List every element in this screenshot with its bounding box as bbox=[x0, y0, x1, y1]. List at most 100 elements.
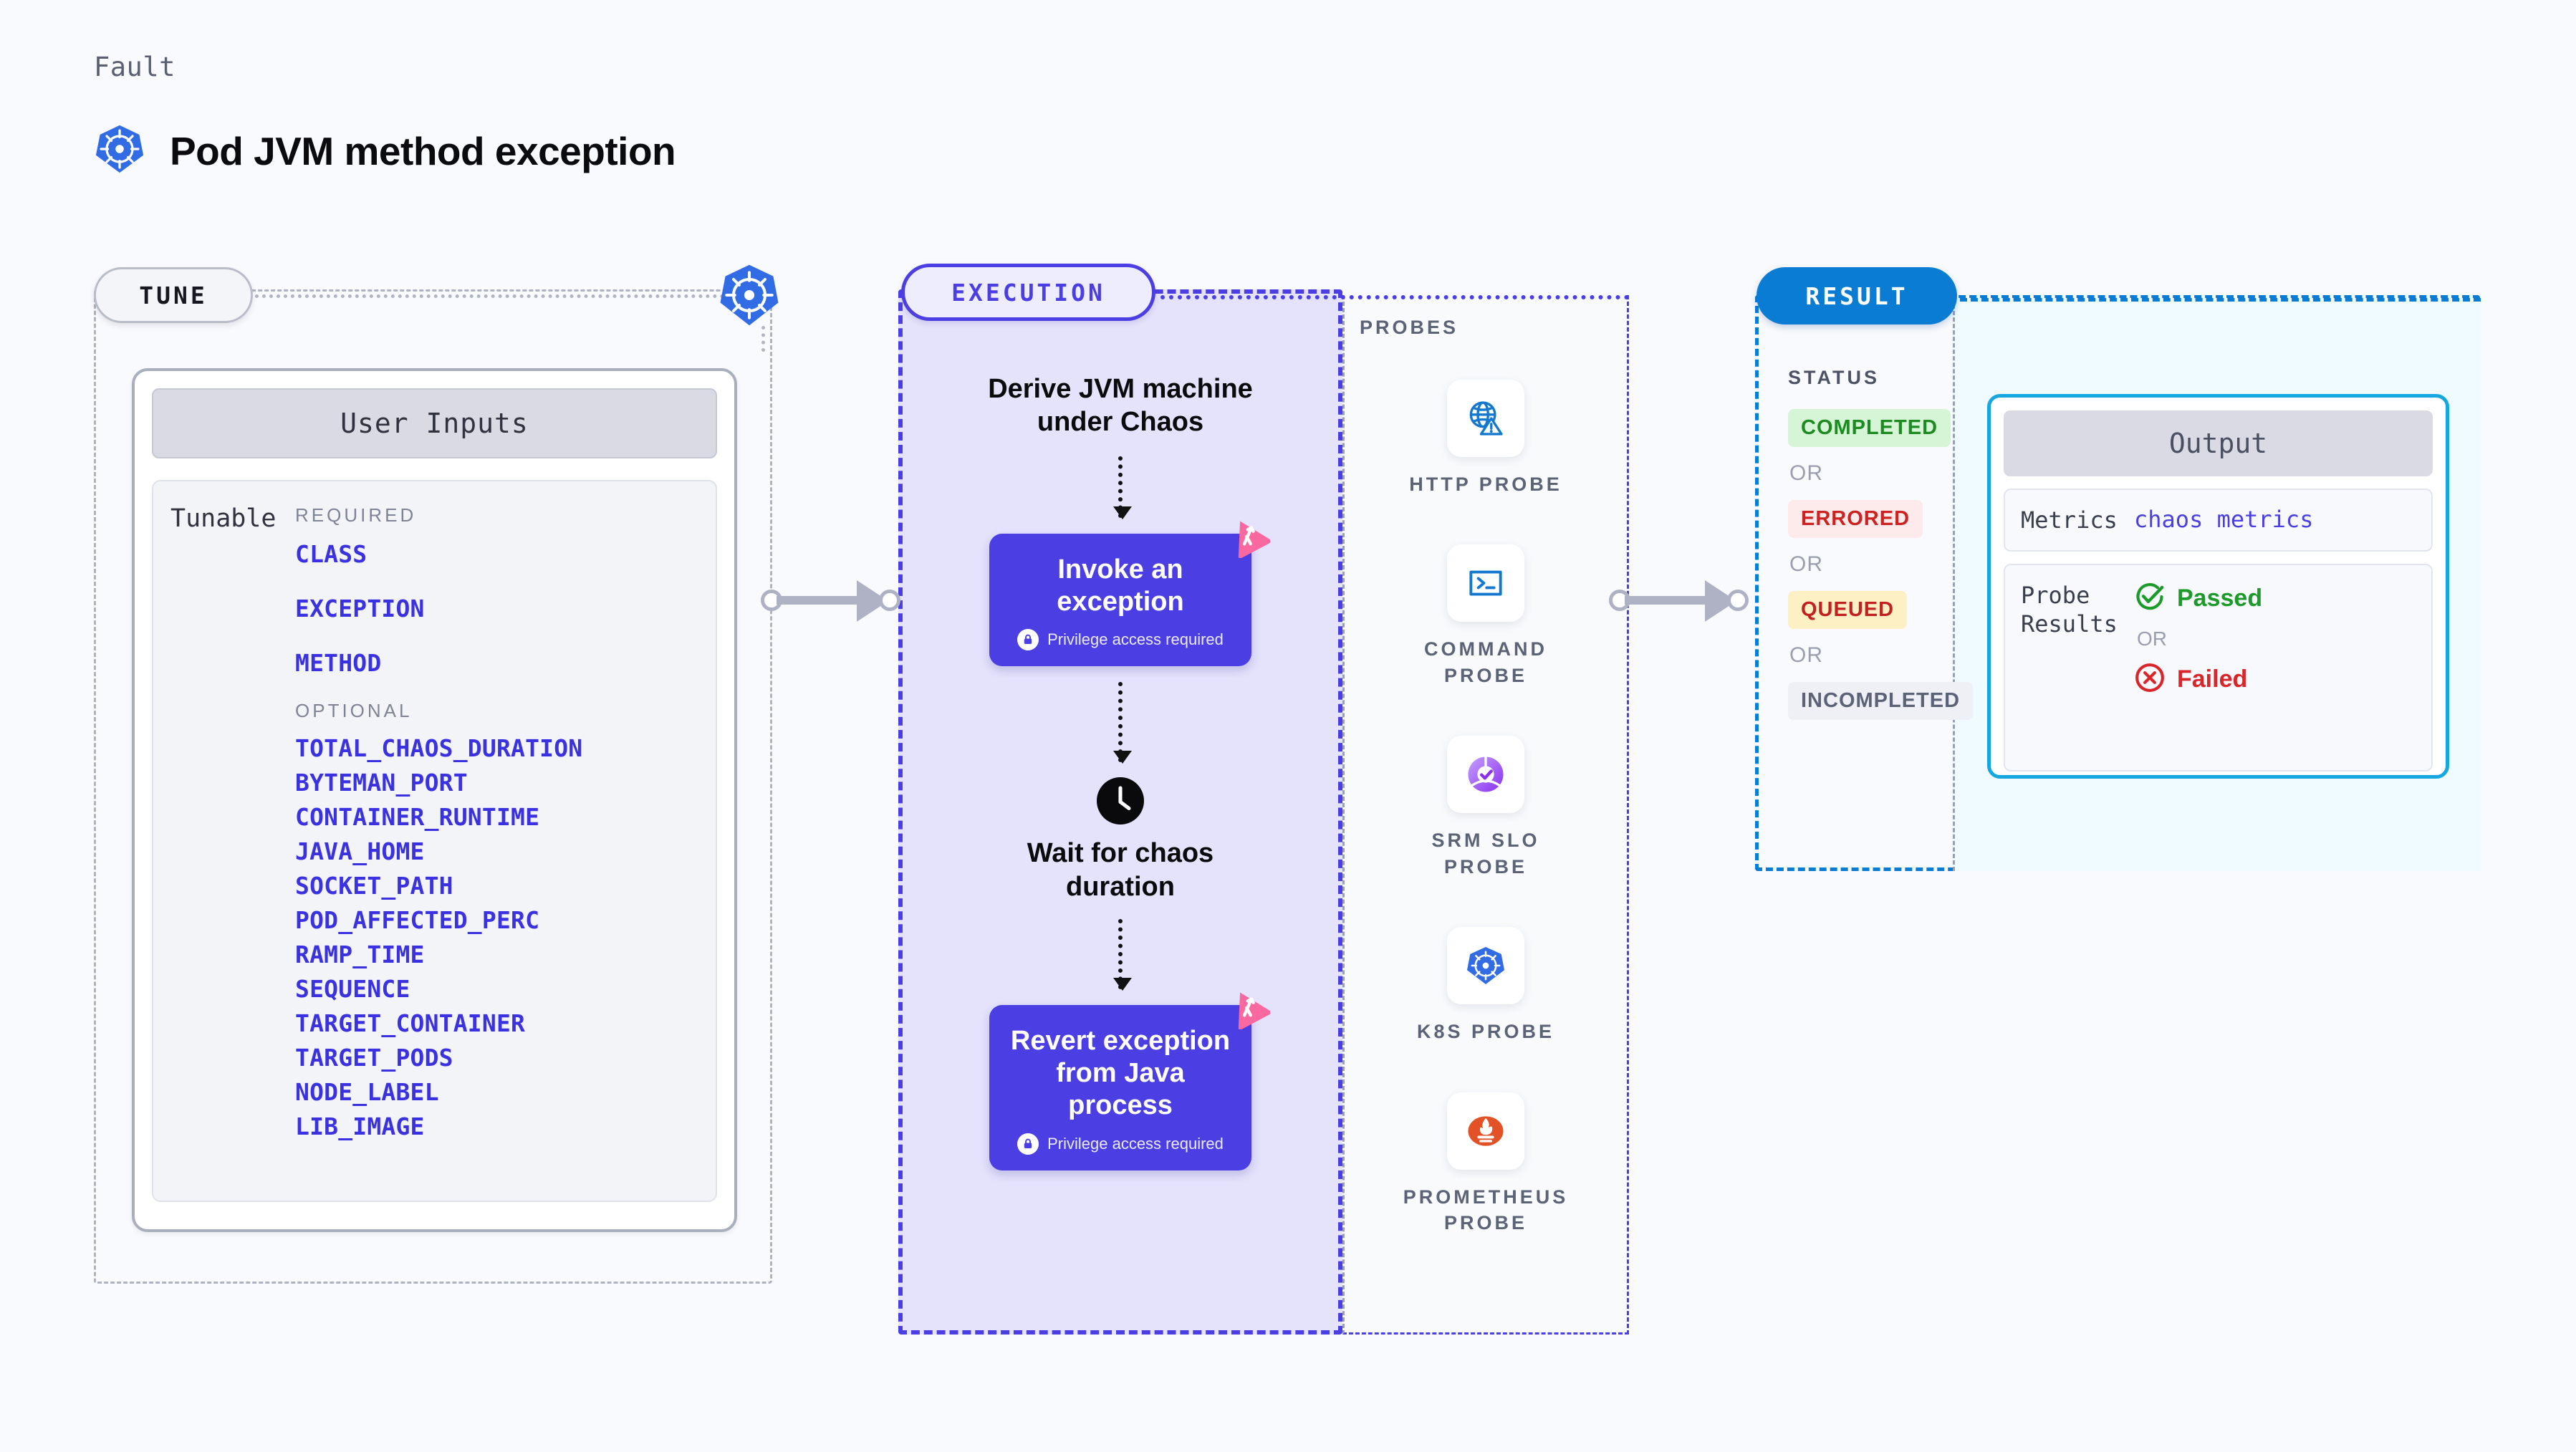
exec-step-wait-for-chaos: Wait for chaos duration bbox=[1027, 775, 1213, 903]
probe-results-values: Passed OR Failed bbox=[2134, 581, 2262, 697]
probe-item-srm-slo[interactable]: SRM SLO PROBE bbox=[1393, 736, 1579, 880]
x-circle-icon bbox=[2134, 662, 2166, 697]
arrow-shaft bbox=[1625, 596, 1721, 605]
privilege-note-text: Privilege access required bbox=[1047, 630, 1224, 649]
probe-result-passed-label: Passed bbox=[2177, 585, 2263, 612]
flow-connector-2 bbox=[1113, 682, 1132, 764]
gauge-check-icon bbox=[1447, 736, 1524, 814]
exec-step-wait-label: Wait for chaos duration bbox=[1027, 838, 1214, 902]
output-row-metrics: Metrics chaos metrics bbox=[2004, 489, 2433, 552]
or-separator: OR bbox=[1789, 552, 1823, 576]
probe-item-command[interactable]: COMMAND PROBE bbox=[1393, 544, 1579, 688]
param-java-home[interactable]: JAVA_HOME bbox=[295, 837, 425, 865]
output-row-probe-results: Probe Results Passed OR bbox=[2004, 564, 2433, 771]
arrow-end-dot bbox=[879, 590, 900, 611]
kubernetes-icon-stem bbox=[761, 326, 765, 352]
param-class[interactable]: CLASS bbox=[295, 540, 367, 568]
lock-icon bbox=[1017, 1133, 1039, 1155]
tune-panel bbox=[94, 289, 772, 1284]
prometheus-icon bbox=[1447, 1092, 1524, 1170]
tunable-label: Tunable bbox=[170, 504, 277, 533]
tune-stage-pill[interactable]: TUNE bbox=[94, 267, 253, 323]
probe-item-http[interactable]: HTTP PROBE bbox=[1393, 380, 1579, 497]
tunable-params-column: REQUIRED CLASS EXCEPTION METHOD OPTIONAL… bbox=[289, 504, 716, 1201]
param-byteman-port[interactable]: BYTEMAN_PORT bbox=[295, 769, 468, 797]
or-separator: OR bbox=[2137, 628, 2167, 650]
execution-stage-pill[interactable]: EXECUTION bbox=[901, 264, 1155, 321]
probes-title: PROBES bbox=[1360, 317, 1459, 338]
exec-card-invoke-exception[interactable]: Invoke an exception Privilege access req… bbox=[989, 521, 1272, 667]
kubernetes-icon bbox=[718, 264, 781, 327]
probe-result-passed: Passed bbox=[2134, 581, 2262, 616]
user-inputs-header: User Inputs bbox=[152, 388, 717, 458]
output-card: Output Metrics chaos metrics Probe Resul… bbox=[1987, 394, 2449, 779]
probe-result-failed: Failed bbox=[2134, 662, 2262, 697]
lock-icon bbox=[1017, 629, 1039, 651]
execution-flow-column: Derive JVM machine under Chaos Invoke an… bbox=[898, 372, 1342, 1170]
exec-card-title: Revert exception from Java process bbox=[1010, 1026, 1231, 1120]
required-group-title: REQUIRED bbox=[295, 504, 417, 526]
status-column: STATUS COMPLETED OR ERRORED OR QUEUED OR… bbox=[1788, 367, 1989, 720]
probe-label: COMMAND PROBE bbox=[1424, 638, 1547, 686]
exec-card-title: Invoke an exception bbox=[1057, 554, 1184, 617]
param-target-container[interactable]: TARGET_CONTAINER bbox=[295, 1009, 526, 1037]
param-target-pods[interactable]: TARGET_PODS bbox=[295, 1044, 453, 1072]
exec-card-revert-exception[interactable]: Revert exception from Java process Privi… bbox=[989, 992, 1272, 1170]
optional-param-list: TOTAL_CHAOS_DURATION BYTEMAN_PORT CONTAI… bbox=[295, 736, 716, 1138]
kubernetes-icon bbox=[1447, 927, 1524, 1005]
litmus-logo-icon bbox=[1226, 514, 1272, 559]
probes-list: HTTP PROBE COMMAND PROBE bbox=[1342, 380, 1629, 1236]
status-badge-queued: QUEUED bbox=[1788, 591, 1908, 629]
output-row-key: Metrics bbox=[2021, 506, 2118, 534]
terminal-icon bbox=[1447, 544, 1524, 622]
flow-arrow-tune-to-execution bbox=[761, 573, 904, 628]
probe-label: HTTP PROBE bbox=[1409, 473, 1562, 495]
output-header: Output bbox=[2004, 410, 2433, 476]
or-separator: OR bbox=[1789, 461, 1823, 485]
page-title-row: Pod JVM method exception bbox=[94, 123, 676, 178]
status-badge-completed: COMPLETED bbox=[1788, 409, 1951, 447]
globe-warning-icon bbox=[1447, 380, 1524, 457]
user-inputs-card: User Inputs Tunable REQUIRED CLASS EXCEP… bbox=[132, 368, 737, 1232]
param-exception[interactable]: EXCEPTION bbox=[295, 595, 425, 622]
result-connector-dash bbox=[1960, 298, 2481, 302]
check-circle-icon bbox=[2134, 581, 2166, 616]
clock-icon bbox=[1095, 775, 1146, 827]
fault-kicker: Fault bbox=[94, 52, 176, 82]
tune-connector-dash bbox=[255, 294, 746, 298]
status-badge-incompleted: INCOMPLETED bbox=[1788, 682, 1974, 720]
status-title: STATUS bbox=[1788, 367, 1880, 388]
probe-result-failed-label: Failed bbox=[2177, 665, 2248, 693]
param-ramp-time[interactable]: RAMP_TIME bbox=[295, 941, 425, 968]
flow-arrow-execution-to-result bbox=[1609, 573, 1752, 628]
probe-item-k8s[interactable]: K8S PROBE bbox=[1393, 927, 1579, 1044]
page-title: Pod JVM method exception bbox=[170, 128, 676, 173]
litmus-logo-icon bbox=[1226, 985, 1272, 1030]
status-badge-errored: ERRORED bbox=[1788, 500, 1923, 538]
probe-label: K8S PROBE bbox=[1416, 1021, 1555, 1043]
param-lib-image[interactable]: LIB_IMAGE bbox=[295, 1112, 425, 1140]
required-param-list: CLASS EXCEPTION METHOD bbox=[295, 542, 716, 675]
param-method[interactable]: METHOD bbox=[295, 649, 382, 677]
probe-item-prometheus[interactable]: PROMETHEUS PROBE bbox=[1393, 1092, 1579, 1236]
param-total-chaos-duration[interactable]: TOTAL_CHAOS_DURATION bbox=[295, 734, 583, 762]
arrow-shaft bbox=[777, 596, 873, 605]
kubernetes-icon bbox=[94, 123, 145, 178]
tunable-section: Tunable REQUIRED CLASS EXCEPTION METHOD … bbox=[152, 480, 717, 1202]
param-sequence[interactable]: SEQUENCE bbox=[295, 975, 410, 1003]
result-stage-pill[interactable]: RESULT bbox=[1756, 267, 1957, 324]
param-container-runtime[interactable]: CONTAINER_RUNTIME bbox=[295, 803, 540, 831]
or-separator: OR bbox=[1789, 643, 1823, 667]
probe-label: SRM SLO PROBE bbox=[1431, 830, 1540, 878]
execution-connector-dash bbox=[1160, 295, 1629, 299]
privilege-note-row: Privilege access required bbox=[1004, 1133, 1237, 1155]
param-socket-path[interactable]: SOCKET_PATH bbox=[295, 872, 453, 900]
param-node-label[interactable]: NODE_LABEL bbox=[295, 1078, 439, 1106]
output-row-value[interactable]: chaos metrics bbox=[2134, 506, 2314, 533]
param-pod-affected-perc[interactable]: POD_AFFECTED_PERC bbox=[295, 906, 540, 934]
flow-connector-1 bbox=[1113, 456, 1132, 519]
optional-group-title: OPTIONAL bbox=[295, 700, 413, 721]
exec-step-derive-jvm: Derive JVM machine under Chaos bbox=[988, 374, 1253, 438]
privilege-note-text: Privilege access required bbox=[1047, 1134, 1224, 1153]
